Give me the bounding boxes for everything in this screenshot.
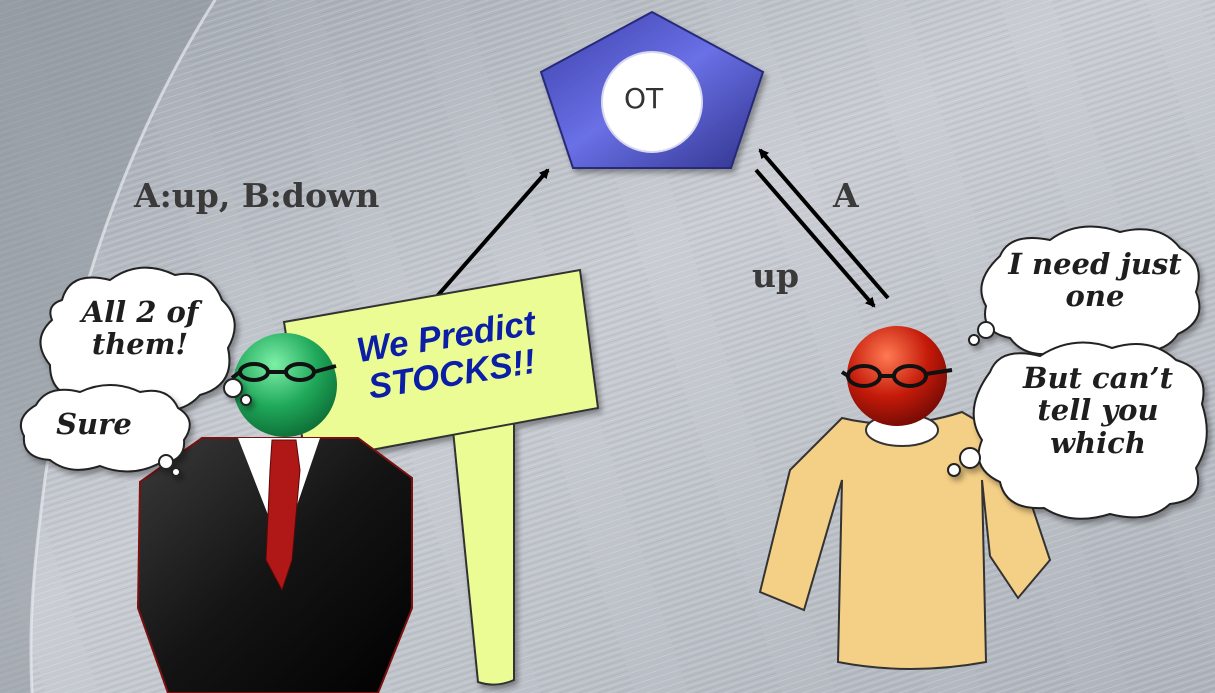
sign [282,268,600,686]
oracle-pentagon [539,10,765,169]
left-thought-1-line-2: them! [91,327,189,362]
tie [265,439,301,592]
left-thought-1-text: All 2 of them! [56,296,224,361]
arrow-to-oracle-left [423,168,550,312]
right-thought-2-line-3: which [1050,425,1146,460]
left-thought-1-line-1: All 2 of [81,295,199,329]
right-thought-2-text: But can’t tell you which [998,361,1198,460]
right-thought-1-line-2: one [1065,279,1125,314]
right-thought-1-line-1: I need just [1008,247,1182,281]
left-thought-bubble-1 [39,266,252,414]
right-thought-bubble-2 [947,341,1208,520]
arrow-from-oracle-right [754,168,876,308]
right-head [847,326,947,426]
sign-post [450,419,515,686]
right-thought-2-line-2: tell you [1037,393,1159,428]
left-thought-bubble-2 [20,384,191,477]
left-glasses-icon [230,362,337,382]
oracle-circle [601,51,703,153]
oracle-label: OT [624,82,664,115]
left-thought-2-text: Sure [56,407,132,441]
left-head [233,333,337,437]
right-thought-bubble-1 [968,225,1201,360]
right-person [758,326,1052,670]
right-arrow-label-a: A [833,176,859,215]
right-glasses-icon [840,364,953,388]
right-arrow-label-up: up [752,256,800,295]
right-thought-1-text: I need just one [992,248,1198,313]
arrow-to-oracle-right [758,148,890,300]
left-person [136,333,413,693]
panel-curve [0,0,215,693]
right-thought-2-line-1: But can’t [1022,361,1174,395]
left-arrow-label: A:up, B:down [134,176,380,215]
